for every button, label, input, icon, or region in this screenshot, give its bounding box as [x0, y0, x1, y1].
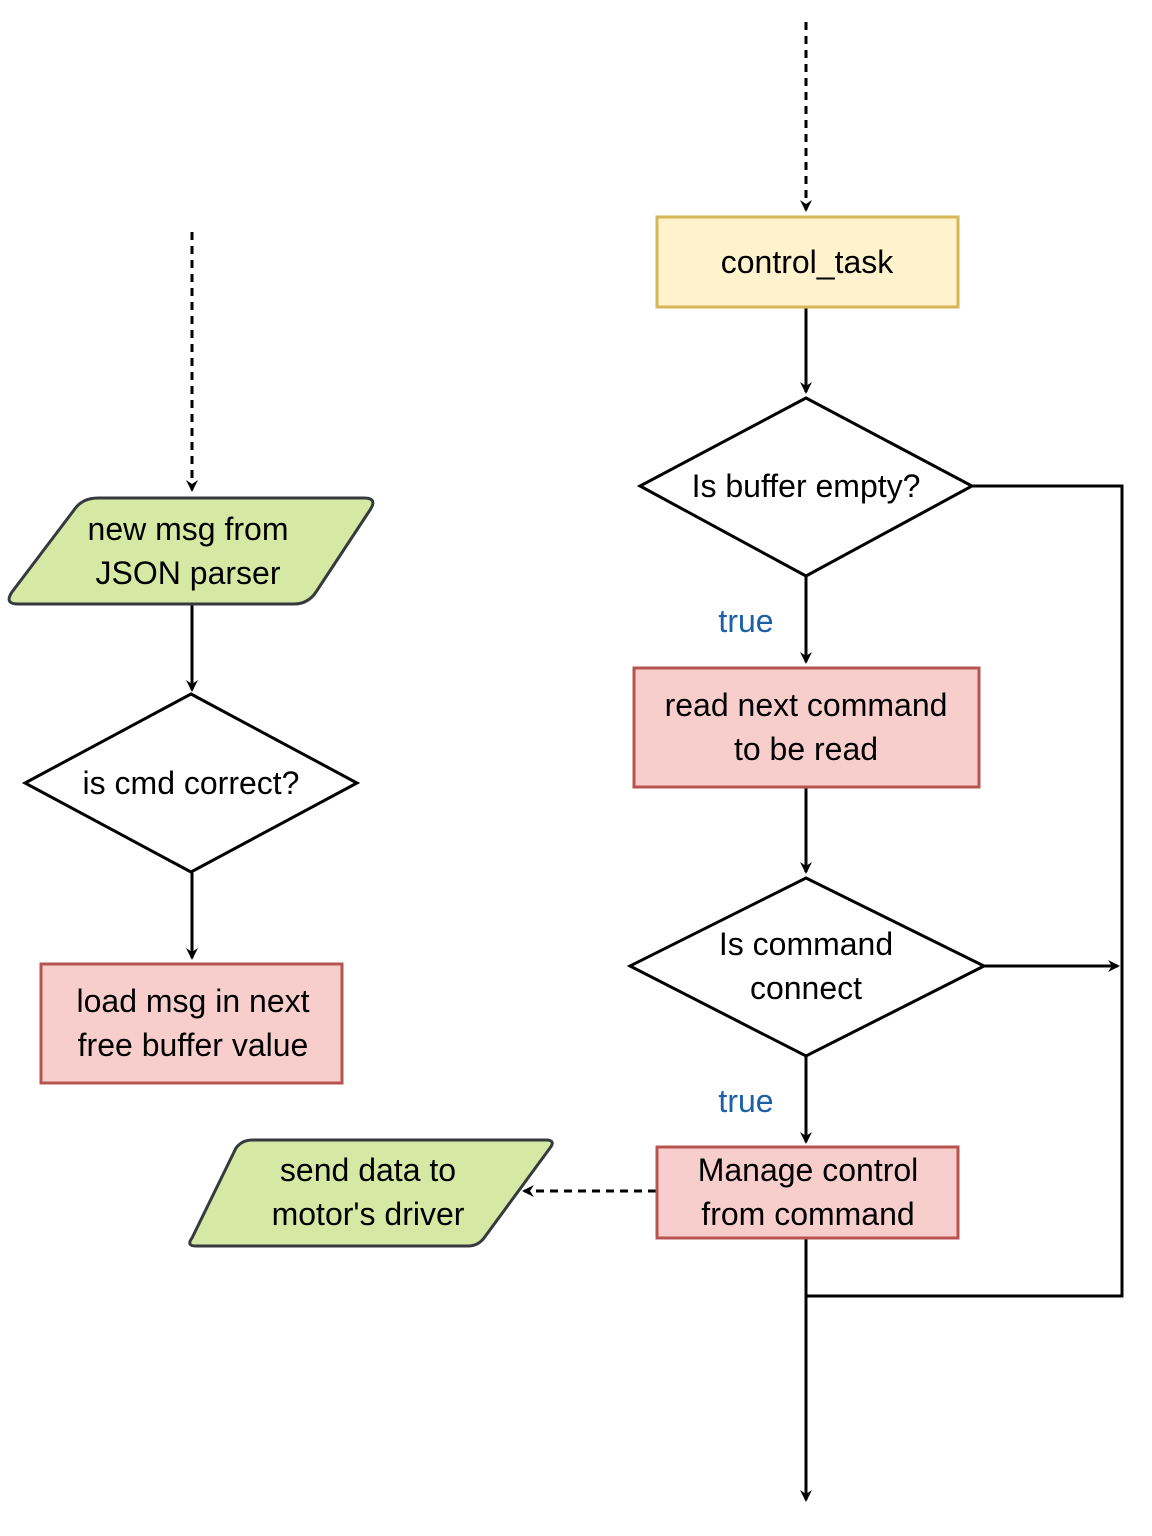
node-control-task: control_task — [655, 215, 960, 309]
cmd-correct-label-line: is cmd correct? — [83, 765, 300, 801]
node-send-data-io: send data to motor's driver — [188, 1138, 554, 1248]
svg-text:is cmd correct?: is cmd correct? — [83, 765, 300, 801]
edges — [186, 22, 1124, 1502]
command-connect-label-line: Is command — [719, 926, 893, 962]
node-read-command: read next command to be read — [632, 666, 981, 789]
control-task-label-line: control_task — [721, 244, 895, 280]
node-load-msg: load msg in next free buffer value — [39, 962, 344, 1085]
new-msg-label-line: JSON parser — [96, 555, 281, 591]
send-data-label-line: send data to — [280, 1152, 456, 1188]
read-command-label-line: read next command — [665, 687, 948, 723]
edge-label-true-connect: true — [718, 1083, 773, 1119]
load-msg-label-line: load msg in next — [76, 983, 309, 1019]
manage-control-label-line: Manage control — [698, 1152, 919, 1188]
svg-text:Is buffer empty?: Is buffer empty? — [692, 468, 921, 504]
svg-text:control_task: control_task — [721, 244, 895, 280]
edge-buffer-empty-false-route — [806, 484, 1124, 1298]
manage-control-label-line: from command — [701, 1196, 914, 1232]
command-connect-label-line: connect — [750, 970, 862, 1006]
read-command-label-line: to be read — [734, 731, 878, 767]
node-command-connect-decision: Is command connect — [626, 876, 988, 1058]
buffer-empty-label-line: Is buffer empty? — [692, 468, 921, 504]
load-msg-label-line: free buffer value — [78, 1027, 309, 1063]
send-data-label-line: motor's driver — [272, 1196, 465, 1232]
edge-label-true-buffer: true — [718, 603, 773, 639]
node-cmd-correct-decision: is cmd correct? — [21, 692, 361, 874]
new-msg-label-line: new msg from — [88, 511, 289, 547]
node-manage-control: Manage control from command — [655, 1145, 960, 1240]
node-buffer-empty-decision: Is buffer empty? — [636, 396, 976, 578]
